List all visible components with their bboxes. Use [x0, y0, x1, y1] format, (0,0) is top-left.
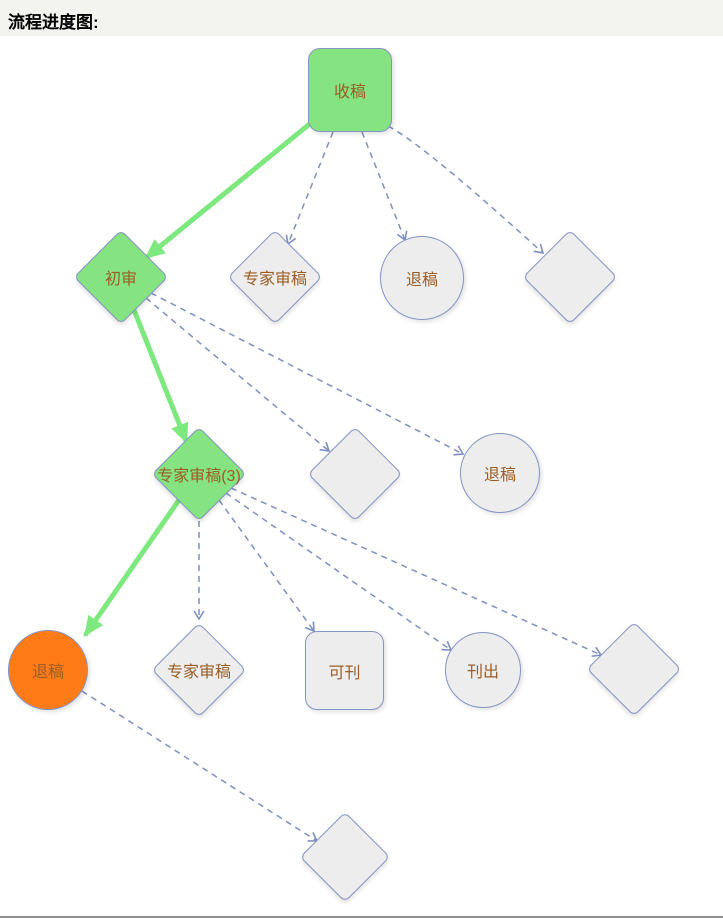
node-tuigao-final: 退稿: [8, 630, 88, 710]
edge-zhuanjia3-kanchu: [225, 492, 453, 651]
edge-tuigao-final-blank-bottom: [81, 690, 319, 842]
node-zhuanjia-row4-label: 专家审稿: [166, 664, 231, 681]
node-chushen-label: 初审: [104, 271, 137, 288]
edge-chushen-tuigao-row3: [150, 292, 465, 456]
node-tuigao-row3: 退稿: [460, 433, 540, 513]
edge-shougao-tuigao-row2: [361, 131, 408, 242]
node-chushen: 初审: [73, 229, 169, 325]
node-zhuanjia-row2: 专家审稿: [227, 229, 323, 325]
page-title: 流程进度图:: [8, 13, 99, 32]
diamond-shape: [522, 229, 618, 325]
node-blank-row2: [522, 229, 618, 325]
edge-shougao-blank-row2: [387, 125, 545, 255]
edge-zhuanjia3-tuigao-final: [83, 497, 182, 637]
node-tuigao-row3-label: 退稿: [483, 467, 516, 484]
node-zhuanjia-row4: 专家审稿: [151, 622, 247, 718]
node-tuigao-row2: 退稿: [380, 236, 464, 320]
node-blank-row3: [307, 426, 403, 522]
node-shougao-label: 收稿: [333, 84, 366, 101]
node-zhuanjia3-label: 专家审稿(3): [157, 468, 241, 485]
edge-shougao-chushen: [144, 119, 315, 260]
node-kekan-label: 可刊: [328, 664, 361, 682]
edge-zhuanjia3-blank-row4: [230, 487, 603, 658]
node-zhuanjia3: 专家审稿(3): [151, 426, 247, 522]
page-header: 流程进度图:: [0, 0, 723, 36]
diamond-shape: [307, 426, 403, 522]
node-kanchu-label: 刊出: [466, 664, 499, 681]
node-blank-bottom: [299, 811, 391, 903]
node-tuigao-row2-label: 退稿: [405, 272, 438, 289]
edge-shougao-zhuanjia-row2: [285, 131, 334, 246]
diamond-shape: [299, 811, 391, 903]
node-tuigao-final-label: 退稿: [31, 664, 64, 681]
diamond-shape: [586, 621, 682, 717]
node-shougao: 收稿: [308, 48, 392, 132]
edge-chushen-zhuanjia3: [131, 307, 189, 444]
node-blank-row4: [586, 621, 682, 717]
node-zhuanjia-row2-label: 专家审稿: [242, 271, 307, 288]
node-kanchu: 刊出: [445, 632, 521, 708]
edge-chushen-blank-row3: [145, 297, 331, 452]
edge-zhuanjia3-kekan: [218, 499, 315, 633]
node-kekan: 可刊: [305, 631, 384, 710]
